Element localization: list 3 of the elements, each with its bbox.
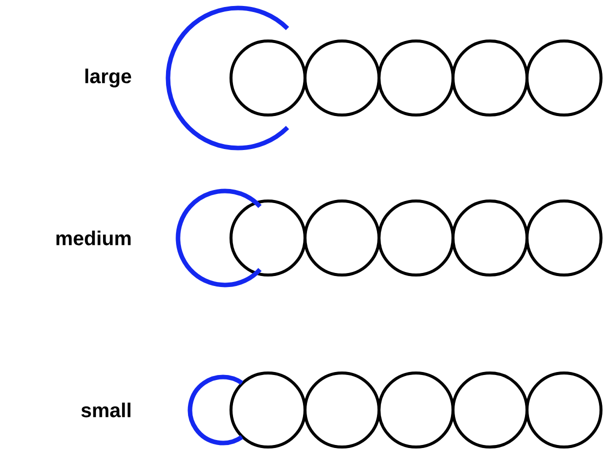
size-label: medium xyxy=(56,230,131,246)
size-label: large xyxy=(85,68,132,88)
size-label: small xyxy=(81,402,130,418)
